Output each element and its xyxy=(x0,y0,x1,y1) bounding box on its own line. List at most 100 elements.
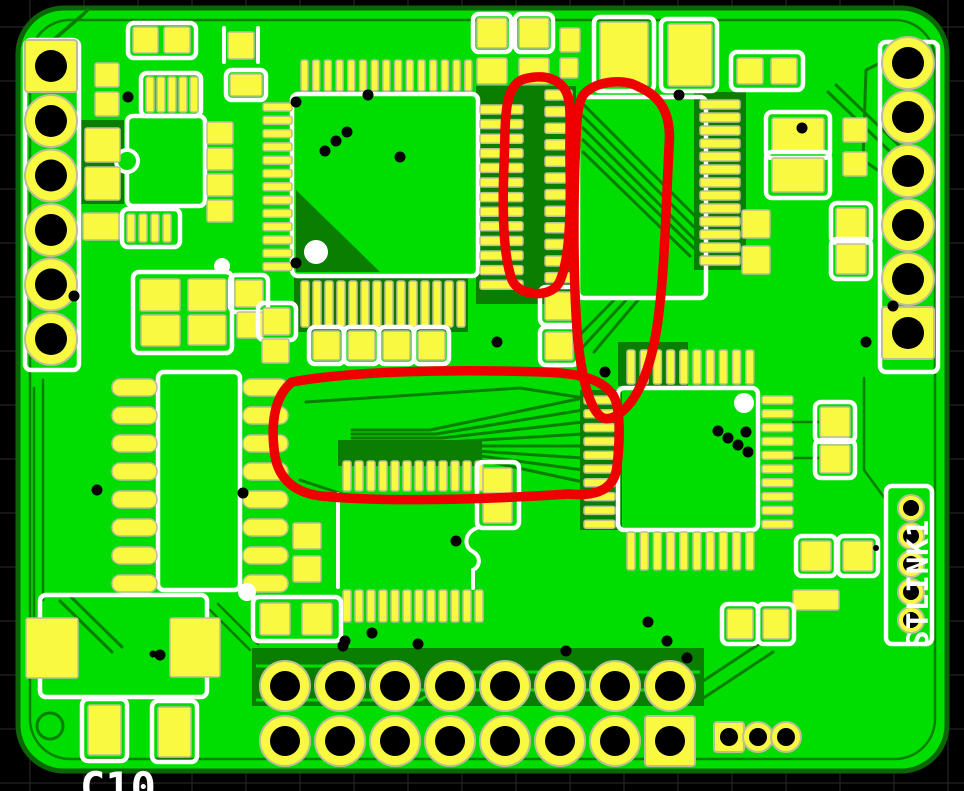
smd-pad xyxy=(417,330,446,361)
copper-trace xyxy=(581,138,700,254)
smd-pad xyxy=(761,505,794,516)
smd-pad xyxy=(699,255,741,266)
smd-pad xyxy=(482,499,513,524)
drill-hole xyxy=(655,671,685,701)
smd-pad xyxy=(762,608,790,640)
drill-hole xyxy=(903,584,919,600)
smd-pad xyxy=(301,602,333,636)
smd-pad xyxy=(792,589,840,611)
smd-pad xyxy=(262,235,293,245)
smd-pad xyxy=(25,617,79,679)
smd-pad xyxy=(138,213,148,243)
smd-pad xyxy=(420,280,430,328)
drill-hole xyxy=(777,728,795,746)
smd-pad xyxy=(262,182,293,192)
caps-left-edge xyxy=(94,62,120,117)
silk-pin1-dot xyxy=(734,393,754,413)
smd-pad xyxy=(718,349,729,385)
smd-pad xyxy=(111,518,158,537)
via-hole xyxy=(157,652,163,658)
smd-pad xyxy=(126,213,136,243)
smd-pad xyxy=(705,349,715,385)
smd-pad xyxy=(262,221,293,232)
smd-pad xyxy=(699,229,741,240)
smd-pad xyxy=(139,278,181,312)
copper-trace xyxy=(697,650,775,703)
smd-pad xyxy=(111,378,158,397)
copper-trace xyxy=(350,448,585,460)
smd-pad xyxy=(167,76,177,113)
smd-pad xyxy=(242,546,289,565)
smd-pad xyxy=(94,62,120,88)
drill-hole xyxy=(892,47,924,79)
smd-pad xyxy=(259,602,291,636)
smd-pad xyxy=(692,531,702,571)
smd-pad xyxy=(111,546,158,565)
smd-pad xyxy=(474,589,484,623)
copper-trace xyxy=(350,432,585,444)
passive-bottom-center xyxy=(250,594,344,644)
smd-pad xyxy=(679,349,689,385)
via-hole xyxy=(322,148,328,154)
via-hole xyxy=(397,154,403,160)
smd-pad xyxy=(157,706,192,758)
smd-pad xyxy=(583,464,616,474)
drill-hole xyxy=(435,726,465,756)
smd-pad xyxy=(432,280,442,328)
component-layer xyxy=(22,11,941,767)
smd-pad xyxy=(242,434,289,453)
copper-trace xyxy=(861,61,882,173)
smd-pad xyxy=(396,280,406,328)
drill-hole xyxy=(749,728,767,746)
silk-outline xyxy=(512,11,556,55)
smd-pad xyxy=(652,531,663,571)
via-hole xyxy=(735,442,741,448)
smd-pad xyxy=(761,422,794,433)
smd-pad xyxy=(626,349,636,385)
smd-pad xyxy=(370,59,379,92)
via-hole xyxy=(125,94,131,100)
smd-pad xyxy=(347,59,356,92)
smd-pad xyxy=(761,491,794,502)
smd-pad xyxy=(408,280,418,328)
smd-pad xyxy=(440,59,450,92)
smd-pad xyxy=(292,522,322,550)
copper-trace xyxy=(581,114,702,235)
via-hole xyxy=(725,435,731,441)
smd-pad xyxy=(348,280,358,328)
smd-pad xyxy=(583,450,616,460)
smd-pad xyxy=(162,213,172,243)
smd-pad xyxy=(393,59,403,92)
via-hole xyxy=(453,538,459,544)
smd-pad xyxy=(626,531,636,571)
smd-pad xyxy=(438,589,448,623)
silk-outline xyxy=(591,14,657,94)
smd-pad xyxy=(111,462,158,481)
drill-hole xyxy=(903,556,919,572)
smd-pad xyxy=(82,212,120,241)
smd-pad xyxy=(414,589,424,623)
smd-pad xyxy=(262,195,293,205)
smd-pad xyxy=(456,280,466,328)
smd-pad xyxy=(262,248,293,259)
drill-hole xyxy=(490,671,520,701)
smd-pad xyxy=(583,505,616,516)
copper-trace xyxy=(580,298,628,350)
silk-outline xyxy=(79,696,130,764)
drill-hole xyxy=(892,101,924,133)
smd-pad xyxy=(342,460,352,492)
drill-hole xyxy=(490,726,520,756)
smd-pad xyxy=(402,589,412,623)
pads-right-mid xyxy=(812,399,858,481)
via-hole xyxy=(342,638,348,644)
smd-pad xyxy=(771,117,825,153)
smd-pad xyxy=(262,128,293,139)
smd-pad xyxy=(599,21,649,87)
smd-pad xyxy=(300,280,310,328)
drill-hole xyxy=(903,612,919,628)
smd-pad xyxy=(382,330,411,361)
circle-around-right-bus xyxy=(569,77,675,424)
smd-pad xyxy=(111,434,158,453)
smd-pad xyxy=(699,242,741,253)
